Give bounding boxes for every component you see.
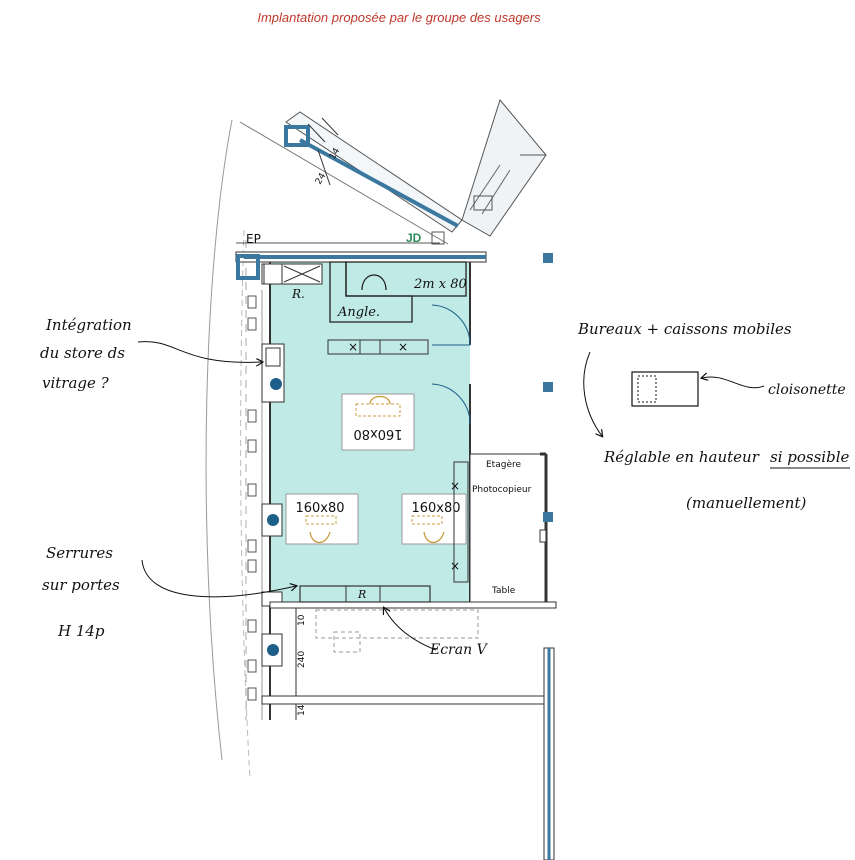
- note-serrures-1: Serrures: [46, 544, 113, 562]
- dim-240: 240: [297, 651, 307, 668]
- closet-x: [283, 265, 321, 283]
- closet-sq: [263, 263, 283, 285]
- plan-caption: Implantation proposée par le groupe des …: [257, 10, 541, 25]
- column-marker: [543, 382, 553, 392]
- stair-line: [469, 164, 501, 211]
- window-mullions: [247, 295, 257, 701]
- cloisonette-sketch: [631, 371, 699, 407]
- note-h14: H 14p: [57, 622, 105, 640]
- chair-top: [361, 274, 387, 291]
- storage-bottom: [299, 585, 431, 603]
- dim-14-bottom: 14: [297, 704, 307, 716]
- desk-label-top: 160x80: [353, 426, 402, 441]
- column-marker: [543, 253, 553, 263]
- label-ep: EP: [246, 232, 261, 246]
- door-arc-2: [431, 383, 471, 425]
- label-table: Table: [491, 586, 516, 596]
- note-reglable-1: Réglable en hauteur: [603, 448, 760, 466]
- desk-right-chair: [423, 531, 445, 544]
- adjoining-room: [469, 453, 547, 605]
- corner-column: [236, 254, 260, 280]
- angled-wall-edge: [239, 121, 449, 245]
- desk-left-drawer: [305, 515, 337, 525]
- label-photocopieur: Photocopieur: [472, 485, 532, 495]
- adjoining-notch: [539, 529, 547, 543]
- shelf-x: ×: [398, 340, 408, 354]
- heating-unit: [261, 503, 283, 537]
- heating-unit: [261, 633, 283, 667]
- desk-left: [285, 493, 359, 545]
- shelf-x: ×: [348, 340, 358, 354]
- note-cloisonette: cloisonette: [768, 382, 846, 398]
- jd-box: [431, 231, 445, 245]
- desk-center: [341, 393, 415, 451]
- dim-2m: 2m x 80: [413, 277, 467, 292]
- arrow-integration: [137, 341, 262, 363]
- desk-center-top: [355, 403, 401, 417]
- desk-2m: [345, 261, 467, 297]
- angled-wall-edge-3: [321, 117, 339, 136]
- dim-10: 10: [297, 614, 307, 626]
- shelf: [327, 339, 429, 355]
- column-marker: [543, 512, 553, 522]
- note-ecran: Ecran V: [429, 642, 489, 658]
- note-bureaux: Bureaux + caissons mobiles: [577, 320, 792, 338]
- angled-wall-blue: [299, 138, 459, 228]
- desk-label-left: 160x80: [295, 501, 344, 516]
- label-angle: Angle.: [337, 305, 380, 320]
- bottom-wall: [269, 601, 557, 609]
- label-r-top: R.: [291, 287, 305, 301]
- note-integration-2: du store ds: [40, 344, 125, 362]
- dashed-table: [315, 609, 479, 639]
- cloisonette-caisson: [637, 375, 657, 403]
- heating-unit: [261, 343, 285, 403]
- stair-line: [481, 169, 511, 215]
- label-etagere: Etagère: [486, 459, 521, 470]
- dashed-chair: [333, 631, 361, 653]
- closet-top: [261, 263, 323, 285]
- arrow-reglable: [583, 351, 602, 436]
- note-serrures-2: sur portes: [42, 576, 120, 594]
- note-integration-1: Intégration: [45, 316, 132, 334]
- note-manuellement: (manuellement): [686, 494, 806, 512]
- stair-block: [461, 98, 547, 237]
- desk-right: [401, 493, 467, 545]
- dim-line-top: [317, 149, 331, 186]
- lower-wall: [261, 695, 553, 705]
- angled-wall-edge-2: [307, 123, 326, 143]
- arrow-cloisonette: [702, 377, 765, 389]
- column-top: [284, 125, 310, 147]
- cabinet-x: ×: [450, 479, 460, 493]
- arrow-serrures: [141, 559, 296, 598]
- cabinet-x: ×: [450, 559, 460, 573]
- desk-center-chair: [369, 395, 391, 405]
- facade-curve: [205, 119, 233, 761]
- note-reglable-2: si possible: [770, 448, 849, 466]
- desk-right-drawer: [411, 515, 443, 525]
- label-r-bottom: R: [357, 588, 366, 601]
- desk-label-right: 160x80: [411, 501, 460, 516]
- arrow-ecran: [384, 608, 437, 651]
- stair-inner: [473, 195, 493, 211]
- note-integration-3: vitrage ?: [42, 374, 110, 392]
- door-arc: [431, 304, 471, 346]
- label-jd: JD: [406, 231, 422, 245]
- desk-left-chair: [309, 531, 331, 544]
- wall-cabinet-right: [453, 461, 469, 583]
